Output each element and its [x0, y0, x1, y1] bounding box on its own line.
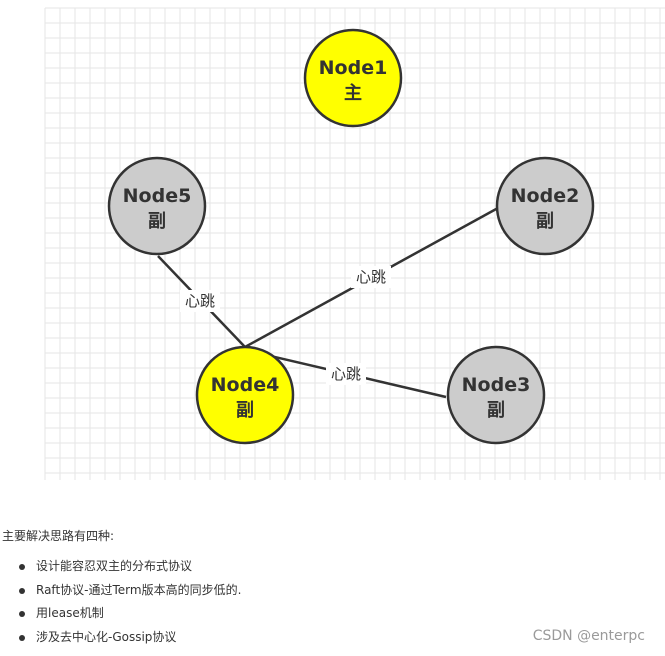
bullet-dot-icon — [19, 587, 25, 594]
node-3: Node3 副 — [446, 345, 546, 445]
list-item: 用lease机制 — [19, 602, 241, 626]
node-3-role: 副 — [487, 400, 505, 421]
node-1-name: Node1 — [319, 57, 388, 79]
bullet-dot-icon — [19, 611, 25, 617]
node-2-role: 副 — [536, 211, 554, 232]
bullet-dot-icon — [19, 564, 25, 570]
node-3-circle — [446, 345, 546, 445]
node-5-role: 副 — [148, 211, 166, 232]
svg-text:心跳: 心跳 — [185, 292, 215, 310]
intro-text: 主要解决思路有四种: — [2, 529, 115, 543]
list-item: 设计能容忍双主的分布式协议 — [19, 555, 241, 579]
svg-text:心跳: 心跳 — [356, 268, 386, 286]
node-4-circle — [195, 345, 295, 445]
node-4: Node4 副 — [195, 345, 295, 445]
edge-label-node4-node5: 心跳 — [180, 290, 220, 312]
node-2-name: Node2 — [511, 185, 580, 207]
node-1: Node1 主 — [303, 28, 403, 128]
solution-list: 设计能容忍双主的分布式协议 Raft协议-通过Term版本高的同步低的. 用le… — [0, 555, 241, 649]
list-item: 涉及去中心化-Gossip协议 — [19, 626, 241, 650]
node-3-name: Node3 — [462, 374, 531, 396]
svg-text:心跳: 心跳 — [331, 365, 361, 383]
node-4-name: Node4 — [211, 374, 280, 396]
node-2: Node2 副 — [495, 156, 595, 256]
bullet-dot-icon — [19, 634, 25, 641]
node-1-circle — [303, 28, 403, 128]
node-5: Node5 副 — [107, 156, 207, 256]
edge-label-node4-node2: 心跳 — [351, 266, 391, 288]
node-1-role: 主 — [344, 82, 362, 104]
watermark: CSDN @enterpc — [532, 628, 645, 644]
list-item: Raft协议-通过Term版本高的同步低的. — [19, 579, 241, 603]
architecture-diagram: 心跳 心跳 心跳 Node1 主 Node5 副 Node2 副 Node4 副… — [44, 7, 665, 480]
edge-label-node4-node3: 心跳 — [326, 363, 366, 385]
node-5-name: Node5 — [123, 185, 192, 207]
node-5-circle — [107, 156, 207, 256]
node-2-circle — [495, 156, 595, 256]
node-4-role: 副 — [236, 400, 254, 421]
